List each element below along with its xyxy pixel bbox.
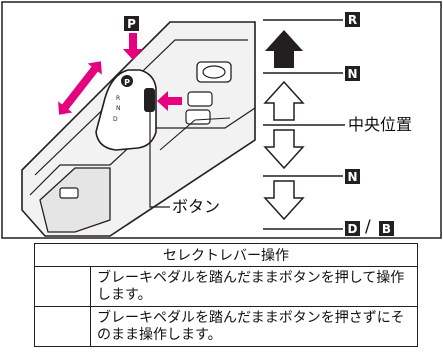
lever-move-arrow	[58, 61, 102, 115]
b-position-label: B	[379, 221, 394, 236]
lever-n-mark: N	[116, 105, 121, 112]
legend-icon-cell	[35, 267, 91, 306]
button-callout-line	[149, 112, 170, 208]
console-switch-2	[187, 91, 213, 107]
button-push-arrow	[157, 91, 182, 111]
console-inner-line	[34, 39, 248, 176]
r-position-label: R	[345, 12, 360, 27]
console-switch-3	[185, 109, 211, 125]
legend-title: セレクトレバー操作	[35, 244, 417, 267]
legend-icon-cell	[35, 307, 91, 346]
legend-row: ブレーキペダルを踏んだままボタンを押して操作します。	[35, 267, 417, 306]
lever-r-mark: R	[116, 95, 120, 102]
n-upper-position-label: N	[345, 66, 360, 81]
n-lower-position-label: N	[345, 169, 360, 184]
pocket-switch-icon	[59, 187, 79, 199]
down-outline-arrow-icon	[263, 129, 305, 170]
console-trim-line	[159, 117, 231, 151]
p-push-arrow	[123, 33, 143, 60]
up-solid-arrow-icon	[265, 30, 303, 68]
lever-p-mark: P	[124, 78, 130, 87]
legend-row: ブレーキペダルを踏んだままボタンを押さずにそのまま操作します。	[35, 306, 417, 346]
p-position-label: P	[124, 16, 139, 31]
button-callout-label: ボタン	[172, 197, 221, 216]
up-outline-arrow-icon	[263, 80, 305, 121]
legend-text-solid: ブレーキペダルを踏んだままボタンを押して操作します。	[97, 269, 405, 303]
lever-release-button	[144, 88, 155, 112]
selector-lever	[95, 69, 157, 151]
lever-p-switch	[121, 75, 133, 87]
lever-d-mark: D	[113, 116, 118, 123]
down-outline-arrow-icon	[263, 180, 305, 221]
console-switch-1-knob	[202, 65, 226, 79]
d-position-label: D	[345, 221, 360, 236]
d-b-separator: /	[365, 217, 371, 237]
console-pocket	[39, 167, 111, 233]
legend-text-outline: ブレーキペダルを踏んだままボタンを押さずにそのまま操作します。	[97, 309, 405, 343]
center-position-label: 中央位置	[348, 115, 413, 134]
operation-legend: セレクトレバー操作 ブレーキペダルを踏んだままボタンを押して操作します。 ブレー…	[34, 243, 418, 347]
